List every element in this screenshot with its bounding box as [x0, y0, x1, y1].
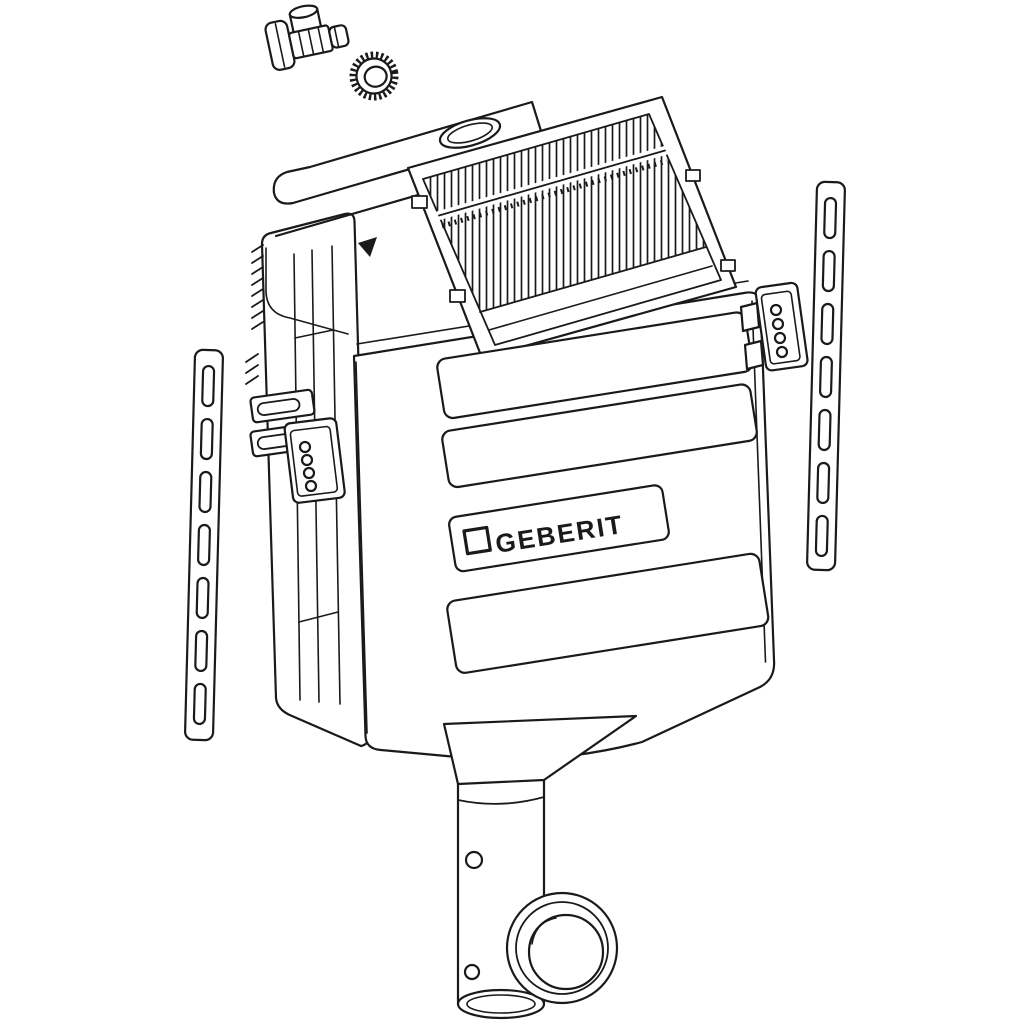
panel-clip [411, 195, 428, 209]
rail-slot [198, 470, 213, 514]
bracket-hole [302, 466, 316, 480]
detail-line [333, 25, 340, 49]
ribbed-protection-box [406, 95, 738, 360]
bracket-hole [769, 303, 783, 317]
rail-slot [821, 249, 836, 293]
fixing-bracket-left [249, 388, 346, 504]
ring-knurl-teeth [349, 51, 399, 101]
hatch-tick [251, 244, 264, 330]
front-recess-band [446, 552, 770, 674]
detail-line [488, 265, 713, 331]
bracket-plate-inner [289, 425, 339, 497]
rail-slot [197, 523, 211, 567]
detail-line [274, 23, 286, 68]
flush-button-blank [438, 117, 502, 149]
rail-slot [814, 514, 829, 558]
valve-spindle-side [288, 7, 323, 34]
wall-mounting-rail-right [806, 180, 846, 572]
pipe-hole-lower [463, 963, 481, 981]
logo-plate-recess [448, 484, 670, 573]
detail-line [265, 247, 349, 335]
rib-field-bottom-edge [479, 246, 707, 313]
geberit-logo-symbol [462, 525, 492, 556]
bracket-hole [775, 345, 789, 359]
rail-slot [199, 417, 214, 461]
detail-line [298, 611, 339, 623]
wall-mounting-rail-left [184, 348, 224, 742]
geberit-logo-plate: GEBERIT [448, 484, 670, 573]
detail-line [294, 329, 334, 339]
vent-slot-row [441, 158, 668, 229]
bracket-hole [300, 453, 314, 467]
rail-slot [816, 461, 831, 505]
flush-button-blank-inner [446, 122, 494, 144]
rail-slot [201, 364, 216, 408]
panel-clip [720, 259, 736, 272]
pipe-collar-seam [457, 796, 545, 805]
rail-slot [195, 576, 210, 620]
rail-slot [823, 196, 838, 240]
rail-slot [194, 629, 209, 673]
panel-clip [685, 169, 701, 182]
valve-spindle-cap [288, 4, 319, 19]
detail-line [355, 361, 368, 734]
flush-bend-pipe [442, 714, 638, 1020]
bracket-hole [773, 331, 787, 345]
knurled-locking-ring [349, 51, 399, 101]
panel-clip [449, 289, 466, 303]
bracket-hole [771, 317, 785, 331]
rail-slot [192, 682, 207, 726]
rib-break-line [438, 149, 666, 217]
surface-hatch-marks [245, 244, 264, 385]
valve-outlet-knob [328, 24, 350, 49]
pipe-hole-upper [464, 850, 484, 870]
front-recess-band [436, 311, 754, 420]
fixing-bracket-right [739, 281, 809, 372]
bracket-hook [739, 301, 761, 333]
rail-slot [818, 355, 833, 399]
front-access-panel-recesses [436, 311, 770, 674]
bracket-arm-slot [256, 398, 301, 417]
bracket-hole [304, 479, 318, 493]
cistern-lid [272, 100, 543, 205]
hatch-tick [245, 353, 259, 385]
outlet-connector [505, 891, 619, 1005]
bracket-hole [298, 440, 312, 454]
alignment-triangle-mark [358, 237, 377, 257]
angle-stop-valve [264, 4, 350, 71]
ring-bore [363, 65, 388, 88]
rail-slot [820, 302, 835, 346]
rail-slot [817, 408, 832, 452]
valve-body-facets [297, 26, 325, 58]
connector-shade-arc [531, 926, 540, 945]
pipe-open-end-inner [466, 994, 536, 1014]
bracket-hook [743, 339, 765, 371]
connector-bore [527, 913, 605, 991]
front-recess-band [441, 383, 758, 489]
